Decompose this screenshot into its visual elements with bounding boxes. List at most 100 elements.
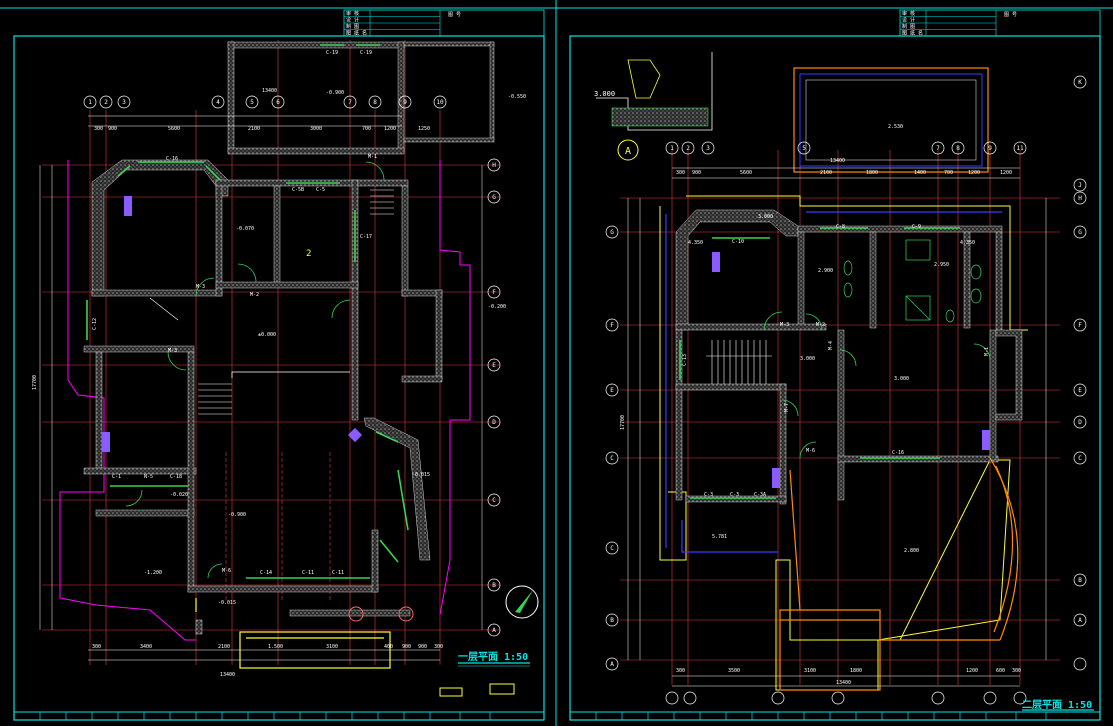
window-tag: C-13	[682, 354, 688, 366]
dim-text: 600	[996, 668, 1005, 674]
title-block-row: 审 核	[902, 10, 915, 17]
elevation-mark: 2.530	[888, 124, 903, 130]
title-block-row: 设 计	[902, 17, 915, 24]
axis-label: D	[492, 419, 496, 426]
axis-label: 6	[276, 99, 280, 106]
elevation-mark: 2.800	[904, 548, 919, 554]
dim-text: 900	[418, 644, 427, 650]
elevation-mark: ±0.000	[258, 332, 276, 338]
axis-label: H	[492, 162, 496, 169]
axis-label: 2	[686, 145, 690, 152]
window-tag: C-10	[732, 239, 744, 245]
axis-label: 1	[670, 145, 674, 152]
axis-label: D	[1078, 419, 1082, 426]
window-tag: C-5	[316, 187, 325, 193]
elevation-mark: -0.200	[488, 304, 506, 310]
dim-text: 300	[94, 126, 103, 132]
axis-label: B	[610, 617, 614, 624]
axis-label: 10	[436, 99, 444, 106]
window-tag: C-3A	[754, 492, 766, 498]
axis-label: C	[492, 497, 496, 504]
drawing-frame	[569, 35, 1101, 721]
window-tag: C-16	[892, 450, 904, 456]
axis-label: H	[1078, 195, 1082, 202]
elevation-mark: 5.781	[712, 534, 727, 540]
dim-text: 900	[402, 644, 411, 650]
axis-label: 9	[403, 99, 407, 106]
door-tag: M-4	[828, 341, 834, 350]
axis-label: A	[610, 661, 614, 668]
top-balcony	[793, 67, 989, 173]
axis-label: C	[610, 545, 614, 552]
windows	[679, 227, 960, 499]
door-swings	[763, 311, 991, 459]
dim-text: 3100	[326, 644, 338, 650]
title-block-row: 设 计	[346, 17, 359, 24]
axis-label: B	[492, 582, 496, 589]
elevation-mark: -0.070	[236, 226, 254, 232]
planter	[398, 606, 414, 622]
elevation-mark: 3.000	[800, 356, 815, 362]
dim-text: 1400	[914, 170, 926, 176]
axis-label: B	[1078, 577, 1082, 584]
dim-text: 2100	[248, 126, 260, 132]
detail-a: A 3.000	[594, 52, 713, 161]
axis-label: 3	[706, 145, 710, 152]
window-tag: N-5	[144, 474, 153, 480]
axis-label: 8	[373, 99, 377, 106]
title-block-row: 审 核	[346, 10, 359, 17]
elevation-mark: 3.000	[894, 376, 909, 382]
dim-text: 5600	[168, 126, 180, 132]
dim-text: 1200	[384, 126, 396, 132]
window-tag: C-1	[112, 474, 121, 480]
dimension-lines	[627, 167, 1047, 687]
dim-text: 300	[434, 644, 443, 650]
axis-label: C	[610, 455, 614, 462]
window-tag: C-17	[360, 234, 372, 240]
elevation-mark: 4.350	[688, 240, 703, 246]
window-tag: C-14	[260, 570, 272, 576]
dim-text: 1200	[968, 170, 980, 176]
overall-dimension: 17700	[32, 375, 38, 390]
elevation-mark: 2	[306, 249, 311, 259]
dim-text: 1800	[850, 668, 862, 674]
door-tag: M-3	[168, 348, 177, 354]
axis-label: G	[610, 229, 614, 236]
planter	[348, 606, 364, 622]
elevation-mark: 2.950	[934, 262, 949, 268]
sheet-title: 一层平面 1:50	[458, 651, 528, 663]
door-tag: M-6	[806, 448, 815, 454]
railing	[231, 371, 350, 378]
window-tag: C-3	[704, 492, 713, 498]
dim-text: 1250	[418, 126, 430, 132]
axis-label: 3	[122, 99, 126, 106]
overall-dimension: 13400	[220, 672, 235, 678]
door-tag: M-7	[784, 403, 790, 412]
title-block-row: 图 纸 名	[902, 30, 923, 37]
dim-text: 300	[676, 170, 685, 176]
axis-label: F	[1078, 322, 1082, 329]
dim-text: 3100	[804, 668, 816, 674]
stair	[149, 189, 394, 415]
elevation-mark: 3.000	[758, 214, 773, 220]
overall-dimension: 17700	[620, 415, 626, 430]
axis-label: 8	[956, 145, 960, 152]
window-tag: C-3	[730, 492, 739, 498]
elevation-mark: -0.015	[218, 600, 236, 606]
window-tag: C-11	[302, 570, 314, 576]
elevation-mark: -0.020	[170, 492, 188, 498]
axis-label: K	[1078, 79, 1082, 86]
dim-text: 3400	[140, 644, 152, 650]
door-tag: M-1	[368, 154, 377, 160]
overall-dimension: 13400	[830, 158, 845, 164]
bath-fixtures	[843, 239, 982, 323]
fixtures	[712, 252, 990, 488]
elevation-mark: 1.500	[268, 644, 283, 650]
dim-text: 900	[108, 126, 117, 132]
walls	[83, 41, 495, 635]
stair	[706, 340, 772, 384]
windows	[86, 44, 409, 579]
title-block-drawing-no: 图 号	[1004, 12, 1017, 18]
window-tag: C-9	[912, 224, 921, 230]
